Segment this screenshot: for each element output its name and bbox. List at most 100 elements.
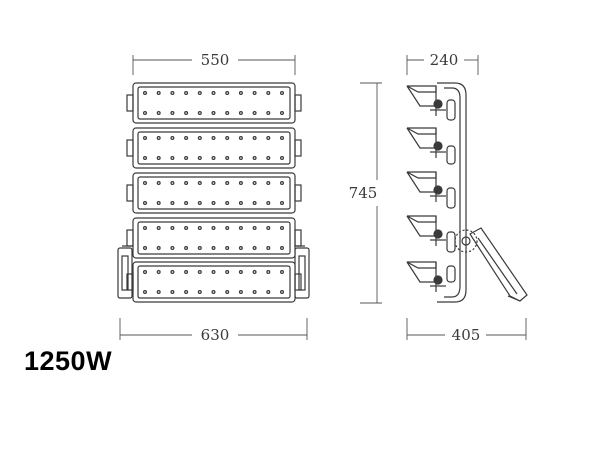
lens-dot <box>184 156 189 161</box>
lens-dot <box>252 156 257 161</box>
lens-dot <box>156 201 161 206</box>
module-left-tab <box>126 229 134 247</box>
lens-dot <box>225 136 230 141</box>
side-fin-2 <box>406 127 446 158</box>
lens-dot <box>225 181 230 186</box>
dim-top-front <box>132 55 296 75</box>
lens-dot <box>238 226 243 231</box>
lens-dot <box>197 226 202 231</box>
side-fin-4 <box>406 215 446 246</box>
lens-dot <box>184 201 189 206</box>
lens-dot <box>143 156 148 161</box>
lens-dot <box>184 90 189 95</box>
lens-dot <box>184 181 189 186</box>
lens-dot <box>280 156 285 161</box>
fin-edge <box>406 215 436 237</box>
fin-bolt <box>433 275 443 285</box>
lens-dot <box>266 90 271 95</box>
lens-dot <box>170 110 175 115</box>
lens-dot <box>238 136 243 141</box>
lens-dot <box>280 181 285 186</box>
lens-dot <box>252 270 257 275</box>
lens-dot <box>266 156 271 161</box>
led-module-2 <box>126 127 302 169</box>
lens-dot <box>252 136 257 141</box>
lens-dot <box>143 181 148 186</box>
led-module-5 <box>126 261 302 303</box>
lens-dot <box>280 226 285 231</box>
led-module-4 <box>126 217 302 259</box>
fin-edge <box>406 85 436 107</box>
fin-bolt <box>433 185 443 195</box>
side-fin-3 <box>406 171 446 202</box>
power-rating-label: 1250W <box>24 346 113 376</box>
lens-dot <box>143 110 148 115</box>
lens-dot <box>252 90 257 95</box>
lens-dot <box>184 246 189 251</box>
lens-dot <box>225 110 230 115</box>
lens-dot <box>252 181 257 186</box>
lens-dot <box>252 246 257 251</box>
dim-label-side-top: 240 <box>430 51 459 69</box>
module-right-tab <box>294 139 302 157</box>
dim-bottom-side <box>406 318 527 340</box>
lens-dot <box>266 136 271 141</box>
lens-dot <box>225 246 230 251</box>
lens-dot <box>143 226 148 231</box>
lens-dot <box>266 226 271 231</box>
side-fins <box>406 85 446 292</box>
lens-dot <box>280 136 285 141</box>
led-module-3 <box>126 172 302 214</box>
fin-edge <box>406 171 436 193</box>
lens-dot <box>280 246 285 251</box>
dim-top-side <box>406 55 479 75</box>
lens-dot <box>266 270 271 275</box>
module-right-tab <box>294 184 302 202</box>
module-left-tab <box>126 94 134 112</box>
lens-dot <box>211 226 216 231</box>
led-module-1 <box>126 82 302 124</box>
fin-bolt <box>433 99 443 109</box>
dim-label-side-bottom: 405 <box>452 326 481 344</box>
lens-dot <box>266 181 271 186</box>
lens-dot <box>280 90 285 95</box>
lens-dot <box>225 290 230 295</box>
lens-dot <box>225 270 230 275</box>
front-view <box>117 55 310 340</box>
lens-dot <box>170 270 175 275</box>
lens-dot <box>184 270 189 275</box>
lens-dot <box>143 136 148 141</box>
module-lens-panel <box>137 86 291 120</box>
lens-dot <box>266 246 271 251</box>
lens-dot <box>211 136 216 141</box>
lens-dot <box>211 290 216 295</box>
lens-dot <box>156 270 161 275</box>
lens-dot <box>184 226 189 231</box>
fin-plate <box>406 215 437 223</box>
lens-dot <box>211 156 216 161</box>
lens-dot <box>156 90 161 95</box>
module-lens-panel <box>137 131 291 165</box>
lens-dot <box>211 201 216 206</box>
lens-dot <box>225 90 230 95</box>
dim-height-side <box>360 82 382 304</box>
lens-dot <box>156 156 161 161</box>
module-left-tab <box>126 184 134 202</box>
lens-dot <box>280 201 285 206</box>
side-view <box>360 55 528 340</box>
lens-dot <box>238 290 243 295</box>
lens-dot <box>280 290 285 295</box>
lens-dot <box>170 181 175 186</box>
lens-dot <box>156 290 161 295</box>
module-frame <box>132 172 296 214</box>
lens-dot <box>266 201 271 206</box>
lens-dot <box>156 136 161 141</box>
lens-dot <box>280 110 285 115</box>
module-left-tab <box>126 273 134 291</box>
lens-dot <box>197 90 202 95</box>
module-lens-panel <box>137 176 291 210</box>
lens-dot <box>252 201 257 206</box>
module-right-tab <box>294 229 302 247</box>
lens-dot <box>211 270 216 275</box>
